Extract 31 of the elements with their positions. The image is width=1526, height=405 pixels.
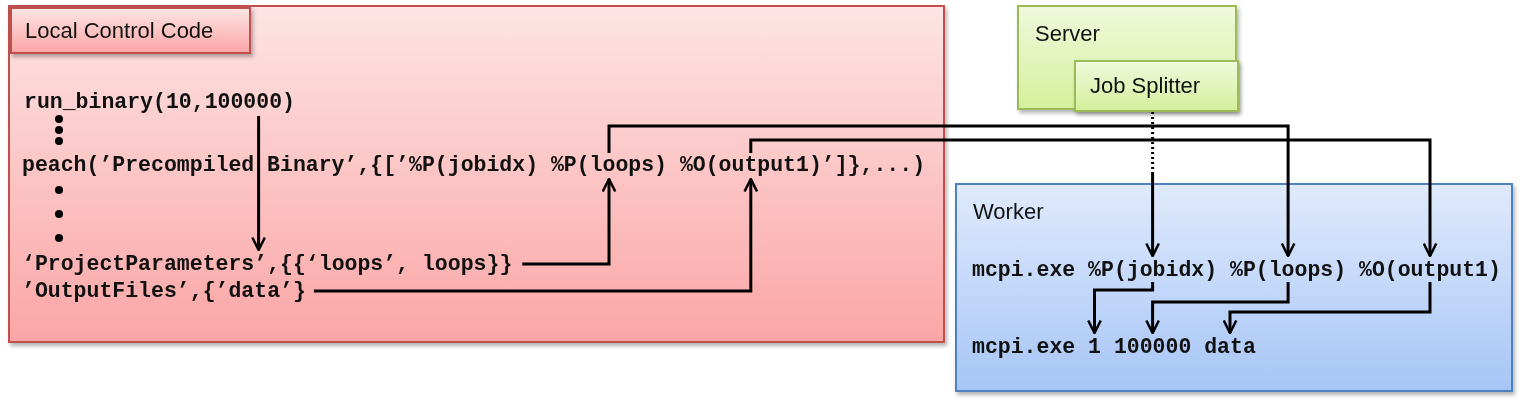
code-text: %P(loops) <box>1230 258 1347 282</box>
worker-panel <box>955 183 1513 392</box>
server-box <box>1017 5 1237 110</box>
code-text: peach(’Precompiled <box>22 153 255 177</box>
code-text: run_binary(10,100000) <box>24 90 295 114</box>
code-text: mcpi.exe <box>972 335 1076 359</box>
arrow <box>313 177 759 293</box>
code-text: ‘ProjectParameters’,{{‘loops’, loops}} <box>22 252 513 276</box>
arrow <box>251 116 267 252</box>
code-text: %P(loops) <box>550 153 667 177</box>
code-text: data <box>1204 335 1256 359</box>
panel-title: Worker <box>973 199 1044 225</box>
code-text: %P(jobidx) <box>1088 258 1218 282</box>
code-text: 1 <box>1088 335 1101 359</box>
arrow <box>1145 282 1290 335</box>
code-panel <box>8 5 945 343</box>
arrow <box>1145 112 1161 258</box>
panel-title: Server <box>1035 21 1100 47</box>
code-text: ’OutputFiles’,{’data’} <box>22 279 306 303</box>
arrow <box>749 138 1438 258</box>
code-text: Binary’,{[’%P(jobidx) <box>267 153 539 177</box>
title-tab: Local Control Code <box>10 7 251 54</box>
code-text: mcpi.exe <box>972 258 1076 282</box>
code-text: %O(output1) <box>1359 258 1501 282</box>
arrow <box>1222 282 1432 335</box>
arrow <box>607 124 1296 258</box>
arrow <box>1087 282 1155 335</box>
code-text: %O(output1)’]},...) <box>679 153 926 177</box>
code-text: 100000 <box>1113 335 1192 359</box>
arrow <box>522 177 617 266</box>
job-splitter-box: Job Splitter <box>1074 60 1239 112</box>
